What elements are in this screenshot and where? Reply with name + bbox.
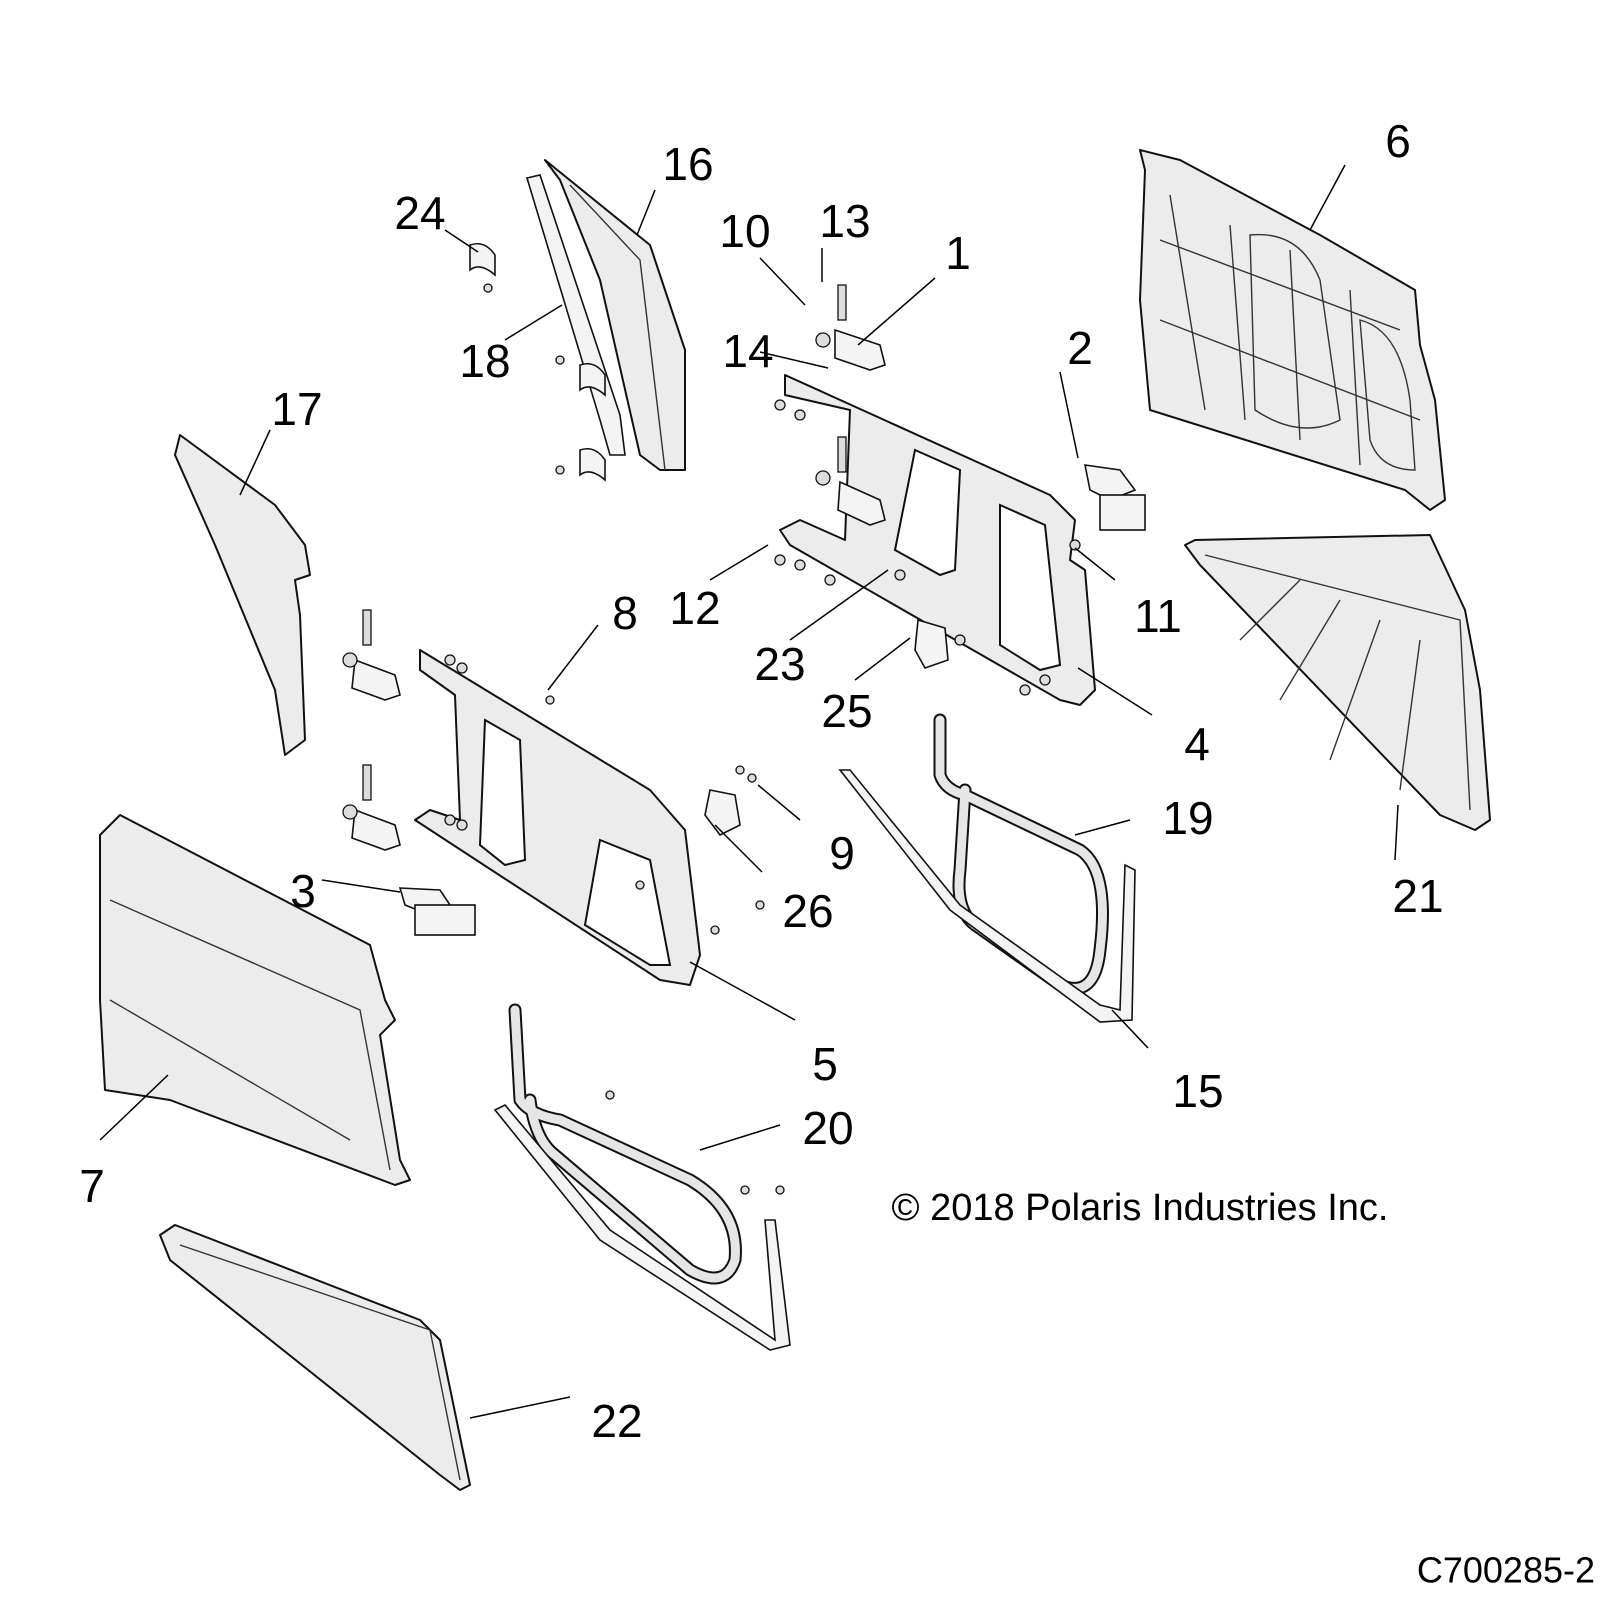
part-6-upper-panel	[1139, 149, 1446, 511]
callout-14: 14	[722, 325, 773, 377]
part-lower-seal	[493, 1104, 791, 1351]
callout-3: 3	[290, 865, 316, 917]
part-25-striker-plate	[914, 618, 949, 669]
fastener-bolts	[444, 399, 1081, 1195]
part-7-lower-left-panel	[99, 814, 411, 1186]
part-2-latch	[1083, 464, 1146, 531]
callout-13: 13	[819, 195, 870, 247]
part-3-latch	[398, 887, 476, 936]
part-15-seal	[838, 769, 1136, 1023]
part-5-left-door-frame	[414, 649, 701, 986]
callout-5: 5	[812, 1038, 838, 1090]
callout-1: 1	[945, 227, 971, 279]
callout-9: 9	[829, 827, 855, 879]
callout-8: 8	[612, 587, 638, 639]
part-20-tube-frame	[508, 1003, 742, 1285]
part-22-lower-panel	[159, 1224, 471, 1491]
leader-lines	[99, 164, 1399, 1419]
callout-11: 11	[1134, 590, 1182, 642]
part-24-clips	[469, 242, 606, 482]
callout-15: 15	[1172, 1065, 1223, 1117]
callout-19: 19	[1162, 792, 1213, 844]
callout-labels: 1 2 3 4 5 6 7 8 9 10 11 12 13 14 15 16 1…	[79, 115, 1443, 1447]
part-26-striker-plate	[704, 789, 741, 837]
part-1-hinge-upper	[815, 284, 886, 526]
part-17-upper-left-panel	[174, 434, 311, 756]
callout-17: 17	[271, 383, 322, 435]
callout-2: 2	[1067, 322, 1093, 374]
part-16-window-frame	[544, 159, 686, 471]
callout-16: 16	[662, 138, 713, 190]
copyright-notice: © 2018 Polaris Industries Inc.	[892, 1187, 1389, 1229]
callout-10: 10	[719, 205, 770, 257]
callout-6: 6	[1385, 115, 1411, 167]
callout-4: 4	[1184, 718, 1210, 770]
callout-26: 26	[782, 885, 833, 937]
callout-21: 21	[1392, 870, 1443, 922]
callout-24: 24	[394, 187, 445, 239]
callout-25: 25	[821, 685, 872, 737]
callout-23: 23	[754, 638, 805, 690]
part-4-right-door-frame	[779, 374, 1096, 706]
callout-22: 22	[591, 1395, 642, 1447]
callout-20: 20	[802, 1102, 853, 1154]
part-hinges-left	[342, 609, 401, 851]
part-21-lower-panel	[1184, 534, 1491, 831]
callout-12: 12	[669, 582, 720, 634]
figure-code: C700285-2	[1417, 1550, 1595, 1591]
callout-18: 18	[459, 335, 510, 387]
callout-7: 7	[79, 1160, 105, 1212]
